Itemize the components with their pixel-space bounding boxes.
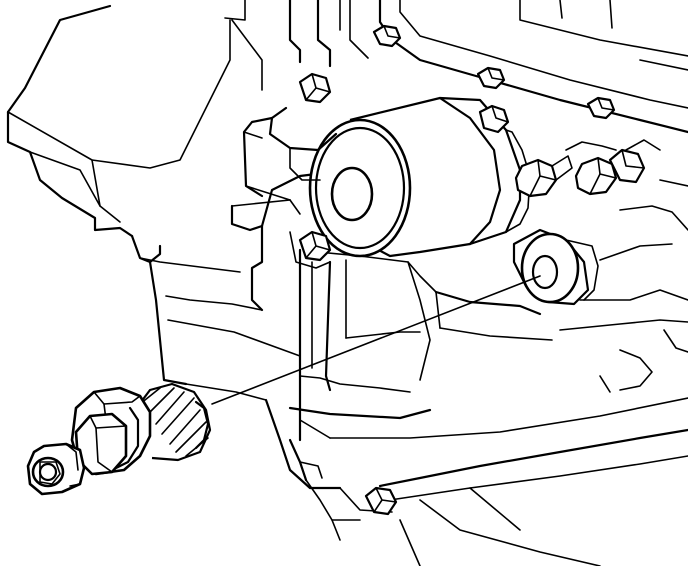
speed-sensor bbox=[26, 382, 212, 496]
installation-line bbox=[211, 275, 541, 405]
bolt-top-1 bbox=[372, 24, 402, 48]
line-fittings bbox=[514, 139, 661, 198]
bolt-upper-left bbox=[268, 72, 338, 181]
bolt-bottom bbox=[364, 486, 398, 516]
solenoid-housing bbox=[308, 96, 531, 258]
bolts bbox=[268, 24, 616, 516]
bolt-top-2 bbox=[476, 66, 506, 90]
bolt-top-3 bbox=[586, 96, 616, 120]
transmission-case bbox=[6, 0, 688, 566]
bolt-lower-left bbox=[289, 230, 332, 269]
bolt-mid bbox=[478, 104, 510, 134]
sensor-bore bbox=[512, 228, 599, 306]
